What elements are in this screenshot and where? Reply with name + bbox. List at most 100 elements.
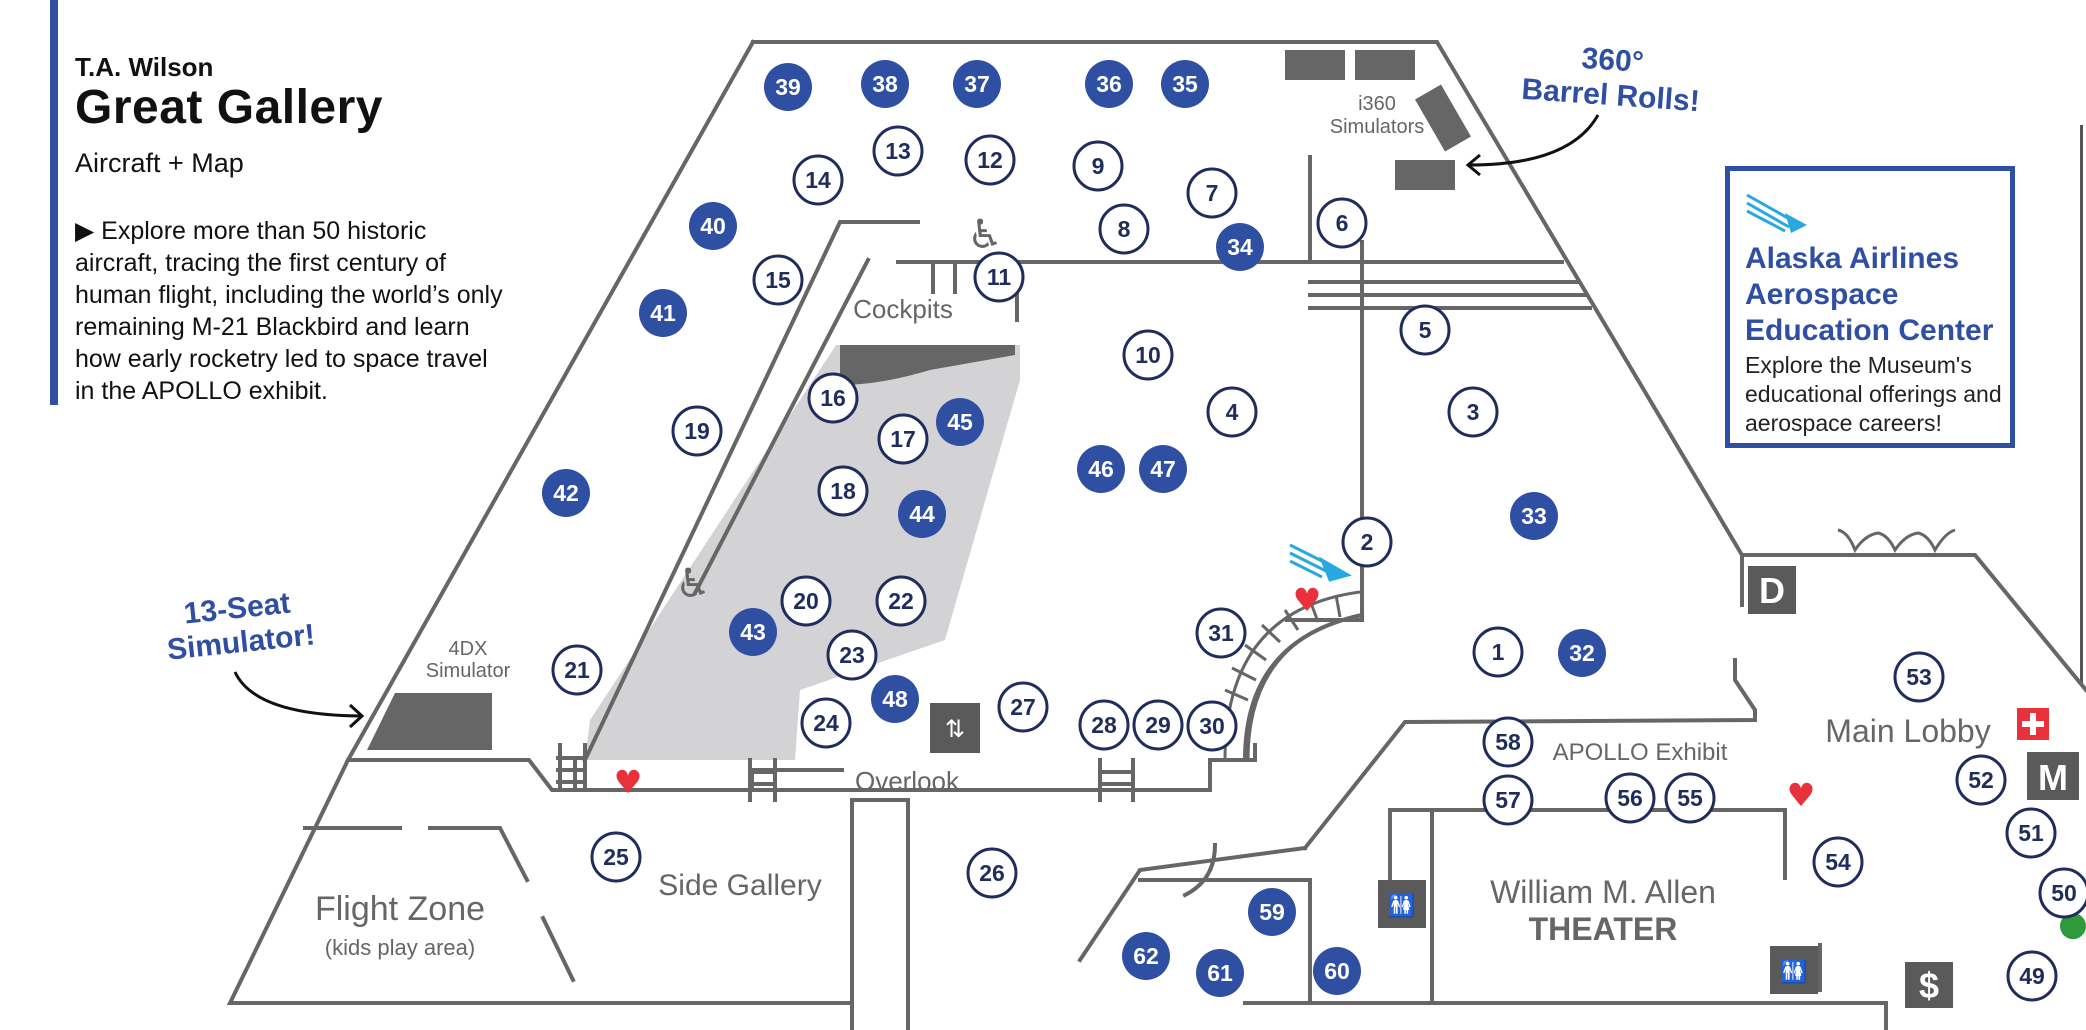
exhibit-marker-17[interactable] xyxy=(877,413,929,465)
exhibit-marker-33[interactable] xyxy=(1510,492,1558,540)
exhibit-marker-label: 17 xyxy=(890,426,916,452)
exhibit-marker-18[interactable] xyxy=(817,465,869,517)
exhibit-marker-39[interactable] xyxy=(764,63,812,111)
exhibit-marker-46[interactable] xyxy=(1077,445,1125,493)
exhibit-marker-12[interactable] xyxy=(964,134,1016,186)
exhibit-marker-6[interactable] xyxy=(1316,197,1368,249)
exhibit-marker-52[interactable] xyxy=(1955,754,2007,806)
exhibit-marker-label: 33 xyxy=(1521,503,1547,529)
exhibit-marker-8[interactable] xyxy=(1098,203,1150,255)
exhibit-marker-45[interactable] xyxy=(936,398,984,446)
exhibit-marker-62[interactable] xyxy=(1122,932,1170,980)
exhibit-marker-47[interactable] xyxy=(1139,445,1187,493)
exhibit-marker-9[interactable] xyxy=(1072,140,1124,192)
exhibit-marker-2[interactable] xyxy=(1341,516,1393,568)
exhibit-marker-5[interactable] xyxy=(1399,304,1451,356)
exhibit-marker-31[interactable] xyxy=(1195,607,1247,659)
exhibit-marker-10[interactable] xyxy=(1122,329,1174,381)
exhibit-marker-label: 25 xyxy=(603,844,629,870)
exhibit-marker-25[interactable] xyxy=(590,831,642,883)
exhibit-marker-60[interactable] xyxy=(1313,947,1361,995)
m-sign-text: M xyxy=(2038,757,2068,798)
seat-simulator-arrowhead xyxy=(348,703,365,729)
exhibit-marker-34[interactable] xyxy=(1216,223,1264,271)
exhibit-marker-13[interactable] xyxy=(872,125,924,177)
exhibit-marker-label: 59 xyxy=(1259,899,1285,925)
exhibit-marker-label: 7 xyxy=(1206,180,1219,206)
4dx-label-line2: Simulator xyxy=(426,660,511,682)
exhibit-marker-24[interactable] xyxy=(800,697,852,749)
exhibit-marker-label: 21 xyxy=(564,657,590,683)
exhibit-marker-28[interactable] xyxy=(1078,699,1130,751)
seat-simulator-arrow xyxy=(233,671,361,718)
exhibit-marker-56[interactable] xyxy=(1604,772,1656,824)
exhibit-marker-label: 57 xyxy=(1495,787,1521,813)
exhibit-marker-label: 39 xyxy=(775,74,801,100)
exhibit-marker-41[interactable] xyxy=(639,289,687,337)
exhibit-marker-label: 58 xyxy=(1495,729,1521,755)
exhibit-marker-20[interactable] xyxy=(780,575,832,627)
exhibit-marker-32[interactable] xyxy=(1558,629,1606,677)
4dx-simulator-pod xyxy=(367,693,492,750)
education-center-panel[interactable]: Alaska Airlines Aerospace Education Cent… xyxy=(1725,166,2015,448)
exhibit-marker-label: 34 xyxy=(1227,234,1253,260)
exhibit-marker-3[interactable] xyxy=(1447,386,1499,438)
theater-label-line1: William M. Allen xyxy=(1490,874,1716,910)
exhibit-marker-38[interactable] xyxy=(861,60,909,108)
exhibit-marker-23[interactable] xyxy=(826,629,878,681)
page-edge-rule xyxy=(2080,125,2083,685)
exhibit-marker-19[interactable] xyxy=(671,405,723,457)
exhibit-marker-30[interactable] xyxy=(1186,700,1238,752)
exhibit-marker-7[interactable] xyxy=(1186,167,1238,219)
exhibit-marker-label: 32 xyxy=(1569,640,1595,666)
first-aid-cross xyxy=(2022,713,2044,735)
exhibit-marker-label: 60 xyxy=(1324,958,1350,984)
exhibit-marker-14[interactable] xyxy=(792,154,844,206)
theater-label-line2: THEATER xyxy=(1529,911,1678,947)
exhibit-marker-label: 15 xyxy=(765,267,791,293)
exhibit-marker-42[interactable] xyxy=(542,469,590,517)
exhibit-marker-22[interactable] xyxy=(875,575,927,627)
exhibit-marker-4[interactable] xyxy=(1206,386,1258,438)
money-icon xyxy=(1905,962,1953,1008)
exhibit-marker-49[interactable] xyxy=(2006,950,2058,1002)
exhibit-marker-53[interactable] xyxy=(1893,651,1945,703)
aed-heart-icon: ♥ xyxy=(614,763,643,801)
exhibit-marker-36[interactable] xyxy=(1085,60,1133,108)
d-sign xyxy=(1748,566,1796,614)
exhibit-marker-label: 24 xyxy=(813,710,839,736)
exhibit-marker-50[interactable] xyxy=(2038,867,2086,919)
exhibit-marker-54[interactable] xyxy=(1812,836,1864,888)
education-pencil-icon xyxy=(1289,543,1352,582)
flight-zone-label: Flight Zone xyxy=(315,890,485,928)
exhibit-marker-37[interactable] xyxy=(953,60,1001,108)
exhibit-marker-label: 18 xyxy=(830,478,856,504)
exhibit-marker-43[interactable] xyxy=(729,608,777,656)
m-sign xyxy=(2027,752,2079,800)
exhibit-marker-40[interactable] xyxy=(689,202,737,250)
apollo-exhibit-label: APOLLO Exhibit xyxy=(1553,739,1728,766)
education-center-title: Alaska Airlines Aerospace Education Cent… xyxy=(1745,242,1994,347)
exhibit-marker-27[interactable] xyxy=(997,681,1049,733)
exhibit-marker-15[interactable] xyxy=(752,254,804,306)
exhibit-marker-55[interactable] xyxy=(1664,772,1716,824)
exhibit-marker-59[interactable] xyxy=(1248,888,1296,936)
exhibit-marker-61[interactable] xyxy=(1196,949,1244,997)
exhibit-marker-label: 46 xyxy=(1088,456,1114,482)
exhibit-marker-29[interactable] xyxy=(1132,699,1184,751)
exhibit-marker-57[interactable] xyxy=(1482,774,1534,826)
exhibit-marker-1[interactable] xyxy=(1472,626,1524,678)
exhibit-marker-11[interactable] xyxy=(973,251,1025,303)
exhibit-marker-58[interactable] xyxy=(1482,716,1534,768)
exhibit-marker-26[interactable] xyxy=(966,847,1018,899)
exhibit-marker-35[interactable] xyxy=(1161,60,1209,108)
exhibit-marker-21[interactable] xyxy=(551,644,603,696)
exhibit-marker-16[interactable] xyxy=(807,372,859,424)
exhibit-marker-label: 6 xyxy=(1336,210,1349,236)
exhibit-marker-label: 9 xyxy=(1092,153,1105,179)
exhibit-marker-48[interactable] xyxy=(871,675,919,723)
exhibit-marker-44[interactable] xyxy=(898,490,946,538)
i360-simulator-pod xyxy=(1395,160,1455,190)
exhibit-marker-51[interactable] xyxy=(2005,807,2057,859)
